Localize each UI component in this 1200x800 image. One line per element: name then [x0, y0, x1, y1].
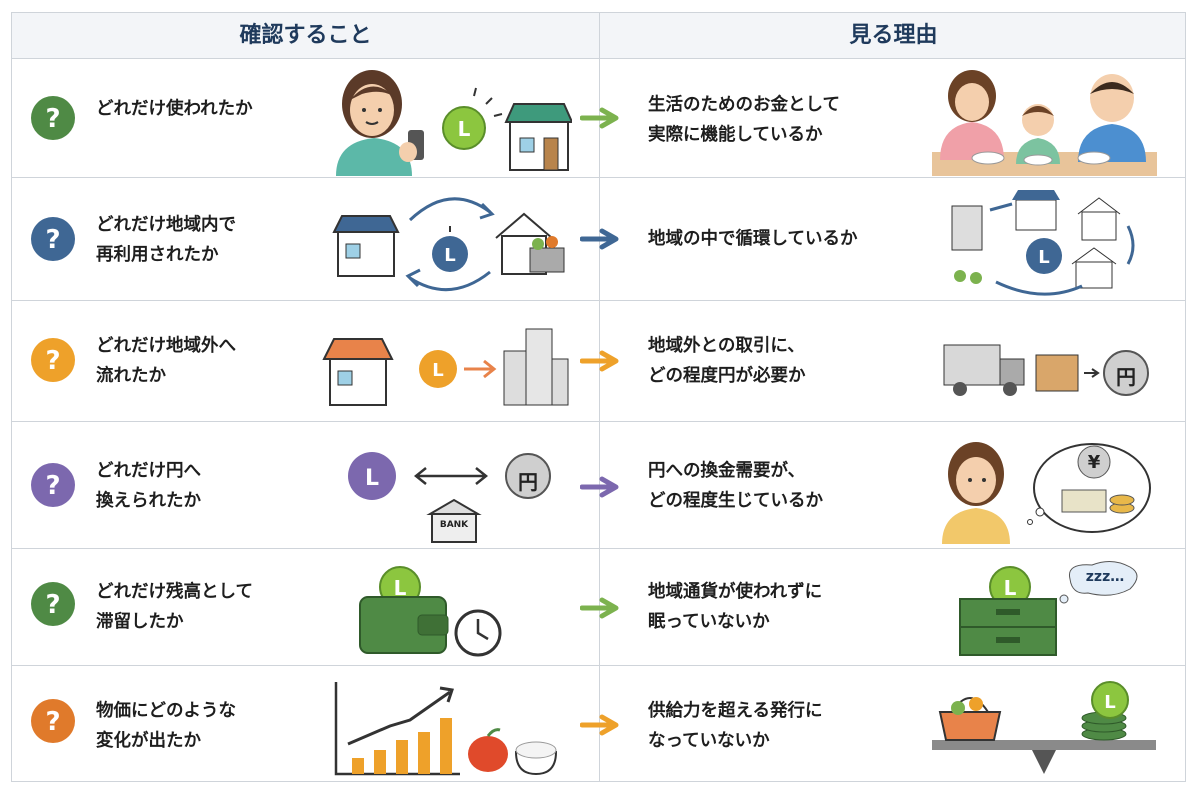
svg-text:L: L: [365, 466, 379, 491]
header-reason: 見る理由: [849, 23, 938, 48]
table-row: ? どれだけ円へ 換えられたか L 円 BANK 円への換金需要が、 どの程度生…: [12, 422, 1185, 549]
arrow-right-icon: [580, 107, 619, 129]
check-label: どれだけ地域内で 再利用されたか: [96, 215, 236, 265]
question-mark-icon: ?: [31, 582, 75, 626]
check-label: どれだけ残高として 滞留したか: [96, 582, 253, 632]
check-label: どれだけ円へ 換えられたか: [96, 461, 201, 511]
svg-text:L: L: [1038, 247, 1049, 268]
svg-text:?: ?: [45, 471, 60, 501]
svg-text:?: ?: [45, 707, 60, 737]
reason-label: 地域通貨が使われずに 眠っていないか: [648, 582, 823, 632]
svg-text:?: ?: [45, 225, 60, 255]
svg-text:?: ?: [45, 346, 60, 376]
check-label: 物価にどのような 変化が出たか: [96, 701, 236, 751]
question-mark-icon: ?: [31, 699, 75, 743]
svg-text:L: L: [432, 360, 443, 381]
arrow-right-icon: [580, 350, 619, 372]
question-mark-icon: ?: [31, 463, 75, 507]
sleeping-drawer-illustration: L: [959, 561, 1138, 656]
check-label: どれだけ地域外へ 流れたか: [96, 336, 236, 386]
svg-text:?: ?: [45, 104, 60, 134]
table-row: ? どれだけ残高として 滞留したか L 地域通貨が使われずに 眠っていないか L…: [12, 549, 1185, 666]
table-row: ? どれだけ使われたか L 生活のためのお金として 実際に機能しているか: [12, 58, 1185, 178]
table-row: ? どれだけ地域外へ 流れたか L 地域外との取引に、 どの程度円が必要か 円: [12, 301, 1185, 422]
reason-label: 地域の中で循環しているか: [648, 229, 858, 249]
phone-user-illustration: L: [336, 70, 572, 176]
yen-coin-label: 円: [518, 470, 538, 494]
svg-text:?: ?: [45, 590, 60, 620]
comparison-table: 確認すること 見る理由 ? どれだけ使われたか L 生活: [11, 12, 1186, 782]
reason-label: 円への換金需要が、 どの程度生じているか: [648, 461, 823, 511]
column-divider: [599, 13, 600, 781]
arrow-right-icon: [580, 714, 619, 736]
town-cycle-illustration: L: [951, 190, 1135, 296]
reason-label: 生活のためのお金として 実際に機能しているか: [648, 95, 840, 145]
table-row: ? どれだけ地域内で 再利用されたか L 地域の中で循環しているか: [12, 178, 1185, 301]
table-row: ? 物価にどのような 変化が出たか 供給力を超える発行に なっていないか: [12, 666, 1185, 781]
zzz-label: zzz…: [1085, 569, 1125, 585]
header-check: 確認すること: [239, 23, 372, 48]
check-label: どれだけ使われたか: [96, 99, 253, 119]
arrow-right-icon: [580, 597, 619, 619]
yen-symbol: ¥: [1087, 452, 1101, 473]
svg-text:L: L: [1004, 576, 1017, 600]
local-circulation-illustration: L: [332, 197, 565, 292]
arrow-right-icon: [580, 228, 619, 250]
bank-sign: BANK: [439, 520, 469, 530]
question-mark-icon: ?: [31, 217, 75, 261]
arrow-right-icon: [580, 476, 619, 498]
trade-illustration: [943, 344, 1149, 396]
table-header: 確認すること 見る理由: [12, 13, 1185, 59]
family-meal-illustration: [932, 70, 1157, 176]
outflow-illustration: L: [322, 328, 569, 406]
wallet-clock-illustration: L: [359, 566, 502, 657]
balance-scale-illustration: L: [932, 681, 1156, 774]
svg-text:L: L: [1104, 692, 1115, 713]
reason-label: 供給力を超える発行に なっていないか: [648, 701, 823, 751]
question-mark-icon: ?: [31, 338, 75, 382]
svg-text:L: L: [444, 245, 455, 266]
svg-text:L: L: [394, 576, 407, 600]
cash-thinking-illustration: [942, 442, 1151, 544]
price-rise-illustration: [334, 682, 558, 776]
yen-coin-label: 円: [1116, 365, 1136, 389]
svg-text:L: L: [458, 117, 471, 141]
question-mark-icon: ?: [31, 96, 75, 140]
reason-label: 地域外との取引に、 どの程度円が必要か: [648, 336, 806, 386]
exchange-illustration: L: [348, 452, 551, 543]
